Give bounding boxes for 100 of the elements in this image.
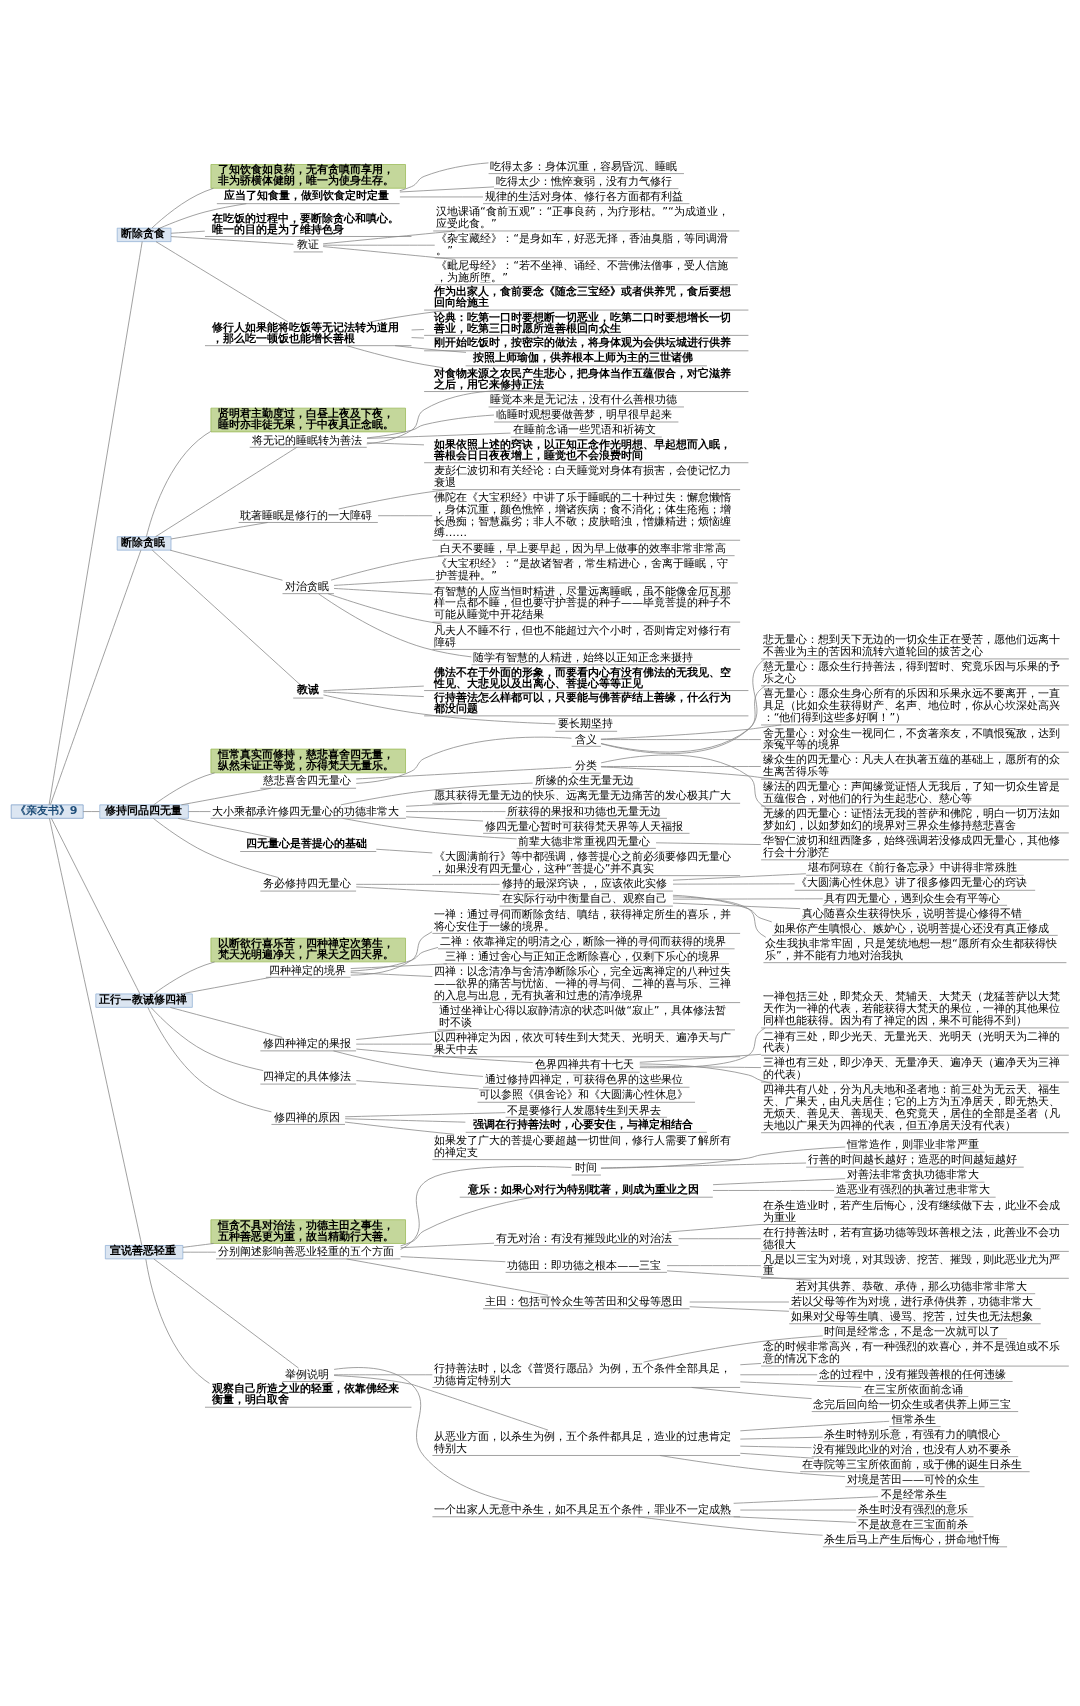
node-text: 白天不要睡，早上要早起，因为早上做事的效率非常非常高 [439,541,726,555]
connector [333,1366,518,1504]
connector [739,1452,815,1459]
node-text: 三禅：通过舍心与正知正念断除喜心，仅剩下乐心的境界 [445,949,721,963]
node-text: 杀生时没有强烈的意乐 [858,1502,969,1516]
connector [170,230,206,234]
connector [350,971,433,977]
connector [739,1509,857,1510]
node-text: 不是要修行人发愿转生到天界去 [507,1103,662,1117]
node-text: 行持善法时，以念《普贤行愿品》为例，五个条件全部具足，功德肯定特别大 [434,1361,731,1387]
connector [375,848,433,853]
connector [666,1269,812,1281]
node-text: 二禅：依靠禅定的明清之心，断除一禅的寻伺而获得的境界 [439,934,726,948]
connector [355,886,501,895]
connector [659,1454,846,1477]
node-text: 没有摧毁此业的对治，也没有人劝不要杀 [813,1442,1012,1456]
node-text: 如果依照上述的窍诀，以正知正念作光明想、早起想而入眠，善根会日日夜夜增上，睡觉也不会浪费时间 [434,437,731,462]
node-text: 佛陀在《大宝积经》中讲了乐于睡眠的二十种过失：懈怠懒惰，身体沉重，颜色憔悴，增诸疾病；食不消化；体生疮疱；增长愚痴；智慧羸劣；非人不敬；皮肤暗浊，憎嫌精进；烦恼缠缚…… [434,490,731,539]
node-text: 大小乘都承许修四无量心的功德非常大 [212,804,400,817]
node-text: 意乐：如果心对行为特别耽著，则成为重业之因 [467,1182,699,1196]
connector [152,817,280,878]
node-text: 可以参照《俱舍论》和《大圆满心性休息》 [479,1087,689,1101]
node-text: 如果你产生嗔恨心、嫉妒心，说明菩提心还没有真正修成 [773,921,1049,935]
node-text: 佛法不在于外面的形象，而要看内心有没有佛法的无我见、空性见、大悲见以及出离心、菩提心等等正见 [434,665,731,690]
node-text: 如果发了广大的菩提心要超越一切世间，修行人需要了解所有的禅定支 [434,1133,731,1159]
connector [327,592,443,624]
node-text: 不是故意在三宝面前杀 [858,1517,969,1531]
connector [411,336,425,338]
connector [400,1242,495,1248]
node-text: 对境是苦田——可怜的众生 [846,1472,980,1486]
connector [169,549,283,581]
connector [177,817,275,838]
node-text: 《大圆满心性休息》讲了很多修四无量心的窍诀 [796,875,1028,889]
node-text: 不是经常杀生 [880,1487,947,1501]
node-text: 功德田：即功德之根本——三宝 [507,1258,662,1272]
node-text: 喜无量心：愿众生身心所有的乐因和乐果永远不要离开，一直具足（比如众生获得财产、名声、地位时，你从心坎深处高兴：“他们得到这些多好啊！”） [762,686,1060,724]
node-text: 睡觉本来是无记法，没有什么善根功德 [490,392,678,406]
node-text: 分类 [574,758,597,772]
connector [355,1029,456,1040]
node-text: 修四禅的原因 [274,1110,341,1124]
connector [169,1006,283,1038]
connector [600,724,782,739]
connector [672,902,801,909]
node-text: 四禅共有八处，分为凡夫地和圣者地：前三处为无云天、福生天、广果天，由凡夫居住；它的上方为五净居天，即无热天、无烦天、善见天、善现天、色究竟天，居住的全部是圣者（凡夫地以广果天为四禅的代表，但五净居天没有代表） [762,1082,1060,1132]
node-text: 如果对父母等生嗔、谩骂、挖苦，过失也无法想象 [790,1309,1033,1323]
connector [672,882,796,885]
node-text: 杀生时特别乐意，有强有力的嗔恨心 [824,1427,1001,1441]
node-text: 以四种禅定为因，依次可转生到大梵天、光明天、遍净天与广果天中去 [434,1030,731,1056]
node-text: 凡是以三宝为对境，对其毁谤、挖苦、摧毁，则此恶业尤为严重 [762,1252,1060,1277]
connector [333,587,433,595]
node-text: 缘法的四无量心：声闻缘觉证悟人无我后，了知一切众生皆是五蕴假合，对他们的行为生起悲心、慈心等 [762,779,1060,805]
node-text: 观察自己所造之业的轻重，依靠佛经来衡量，明白取舍 [212,1381,400,1406]
connector [82,810,100,812]
node-box: 了知饮食如良药，无有贪嗔而享用，非为骄横体健朗，唯一为使身生存。 [210,163,406,189]
node-text: 教诫 [296,682,319,696]
connector [151,549,301,685]
connector [48,240,143,805]
node-text: 凡夫人不睡不行，但也不能超过六个小时，否则肯定对修行有障碍 [434,623,731,649]
connector [50,817,141,994]
connector [712,1189,835,1191]
connector [146,430,212,537]
node-text: 举例说明 [285,1367,330,1381]
node-text: 所获得的果报和功德也无量无边 [507,804,662,817]
connector [355,766,572,779]
connector [400,1165,572,1250]
node-text: 色界四禅共有十七天 [535,1057,635,1071]
connector [182,1251,217,1253]
node-text: 众生我执非常牢固，只是笼统地想一想“愿所有众生都获得快乐”，并不能有力地对治我执 [765,936,1057,962]
node-text: 舍无量心：对众生一视同仁，不贪著亲友，不嗔恨冤敌，达到亲冤平等的境界 [762,726,1060,751]
node-text: 将无记的睡眠转为善法 [251,433,362,447]
connector [344,1111,506,1117]
node-box: 恒常真实而修持，慈悲喜舍四无量，纵然未证正等觉，亦得梵天无量乐。 [210,748,406,773]
node-text: 通过修持四禅定，可获得色界的这些果位 [484,1072,683,1086]
connector [672,897,824,900]
node-text: 吃得太少：憔悴衰弱，没有力气修行 [495,174,672,188]
node-text: 具有四无量心，遇到众生会有平等心 [824,891,1001,905]
connector [400,1196,534,1246]
connector [739,1436,824,1439]
connector [600,658,766,754]
node-text: 修四种禅定的果报 [262,1036,351,1050]
node-text: 杀生后马上产生后悔心，拼命地忏悔 [824,1532,1001,1546]
connector [333,1374,549,1430]
node-text: 修行人如果能将吃饭等无记法转为道用，那么吃一顿饭也能增长善根 [212,320,400,345]
connector [155,446,298,537]
node-text: 作为出家人，食前要念《随念三宝经》或者供养咒，食后要想回向给施主 [434,284,731,309]
connector [600,1146,846,1169]
connector [733,1495,879,1504]
connector [655,841,762,845]
node-text: 规律的生活对身体、修行各方面都有利益 [484,189,683,203]
connector [155,240,289,322]
connector [322,230,456,244]
node-text: 分别阐述影响善恶业轻重的五个方面 [217,1244,394,1258]
connector [355,1079,480,1089]
node-text: 应当了知食量，做到饮食定时定量 [223,188,389,202]
connector [346,1258,549,1296]
connector [180,976,272,994]
node-text: 前辈大德非常重视四无量心 [518,834,651,848]
node-text: 吃得太多：身体沉重，容易昏沉、睡眠 [490,159,678,173]
connector [350,946,439,971]
connector [145,1258,210,1384]
